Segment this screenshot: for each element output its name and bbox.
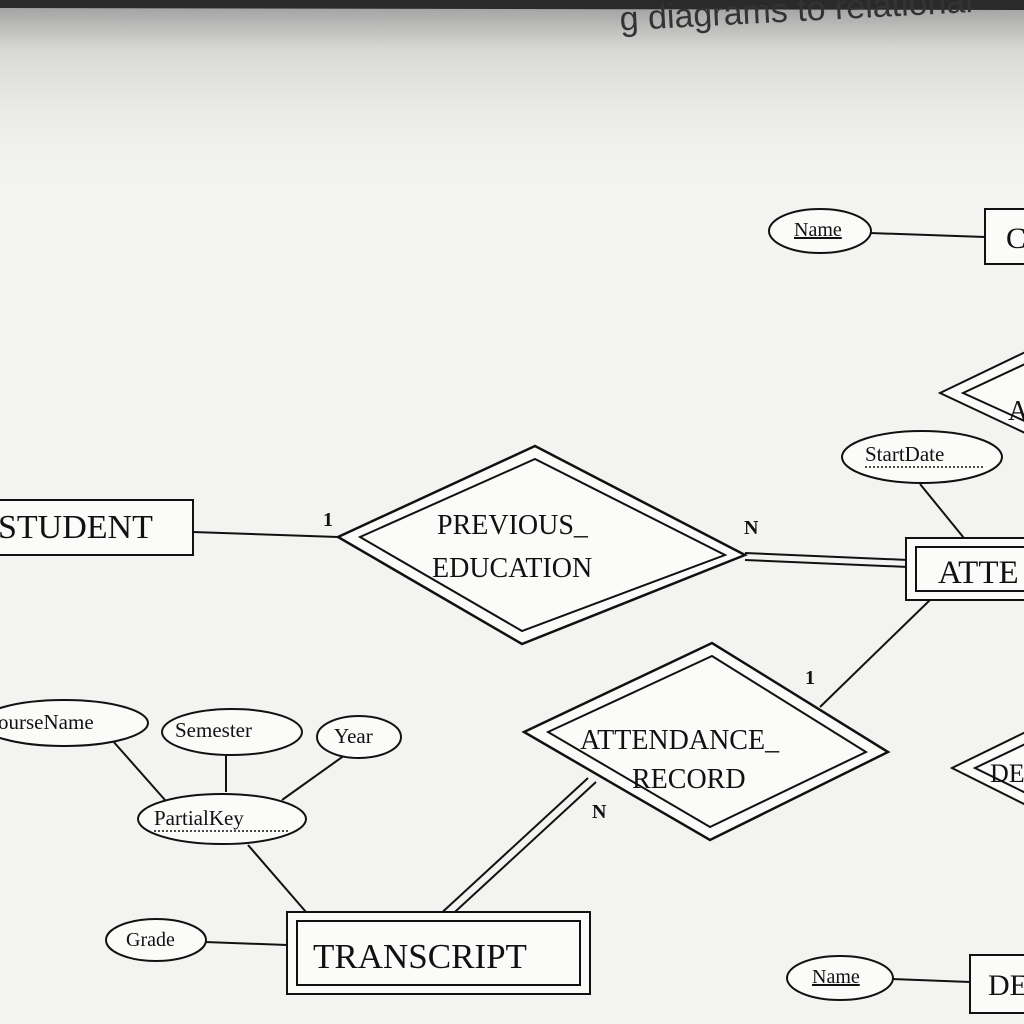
line-name-top [869,232,986,238]
entity-attendance-label: ATTE [938,555,1019,591]
cardinality-attrecord-bottom: N [592,801,607,823]
attribute-name-bottom-label: Name [812,966,860,988]
relationship-right-mid[interactable]: DE [949,725,1024,812]
relationship-previous-education-line2: EDUCATION [432,553,592,584]
attribute-year[interactable]: Year [316,715,402,759]
entity-bottom-right[interactable]: DE [969,954,1024,1014]
entity-transcript-label: TRANSCRIPT [313,937,527,976]
cardinality-attrecord-top: 1 [805,667,815,689]
line-prevedu-atte-2 [744,559,909,568]
line-attrecord-transcript-1 [435,777,589,919]
relationship-previous-education[interactable]: PREVIOUS_ EDUCATION [335,444,748,646]
attribute-start-date-label: StartDate [865,442,944,466]
attribute-course-name[interactable]: CourseName [0,699,149,747]
entity-student[interactable]: STUDENT [0,499,194,556]
attribute-year-label: Year [334,724,373,748]
entity-bottom-right-label: DE [988,969,1024,1002]
relationship-attendance-record-line1: ATTENDANCE_ [580,725,780,756]
entity-top-right-label: C [1006,222,1024,255]
relationship-attendance-record[interactable]: ATTENDANCE_ RECORD [521,641,891,842]
attribute-name-top[interactable]: Name [768,208,872,254]
attribute-semester-label: Semester [175,718,252,742]
cardinality-prevedu-attendance: N [744,517,759,539]
attribute-course-name-label: CourseName [0,710,94,734]
relationship-right-mid-label: DE [990,759,1024,788]
line-coursename-partialkey [111,739,166,801]
attribute-name-bottom[interactable]: Name [786,955,894,1001]
attribute-start-date[interactable]: StartDate [841,430,1003,484]
relationship-attendance-record-line2: RECORD [632,764,746,795]
connector-lines [111,232,986,983]
line-prevedu-atte-1 [744,552,909,561]
entity-student-label: STUDENT [0,509,153,546]
line-student-prevedu [192,531,339,538]
entity-attendance[interactable]: ATTE [905,537,1024,601]
attribute-semester[interactable]: Semester [161,708,303,756]
line-partialkey-transcript [247,844,307,913]
relationship-right-top[interactable]: A [937,345,1024,440]
attribute-grade-label: Grade [126,929,175,951]
attribute-name-top-label: Name [794,219,842,241]
line-startdate [919,483,969,544]
attribute-partial-key[interactable]: PartialKey [137,793,307,845]
scan-shadow [0,0,1024,200]
line-attrecord-transcript-2 [443,781,597,923]
attribute-partial-key-label: PartialKey [154,806,244,830]
line-grade-transcript [204,941,288,946]
cardinality-student-prevedu: 1 [323,509,333,531]
line-atte-attrecord [819,599,931,708]
line-year-partialkey [281,754,346,801]
relationship-previous-education-line1: PREVIOUS_ [437,510,589,541]
attribute-grade[interactable]: Grade [105,918,207,962]
relationship-right-top-label: A [1008,396,1024,427]
entity-transcript[interactable]: TRANSCRIPT [286,911,591,995]
entity-top-right[interactable]: C [984,208,1024,265]
line-name-bottom [891,978,971,983]
scan-edge [0,0,1024,10]
